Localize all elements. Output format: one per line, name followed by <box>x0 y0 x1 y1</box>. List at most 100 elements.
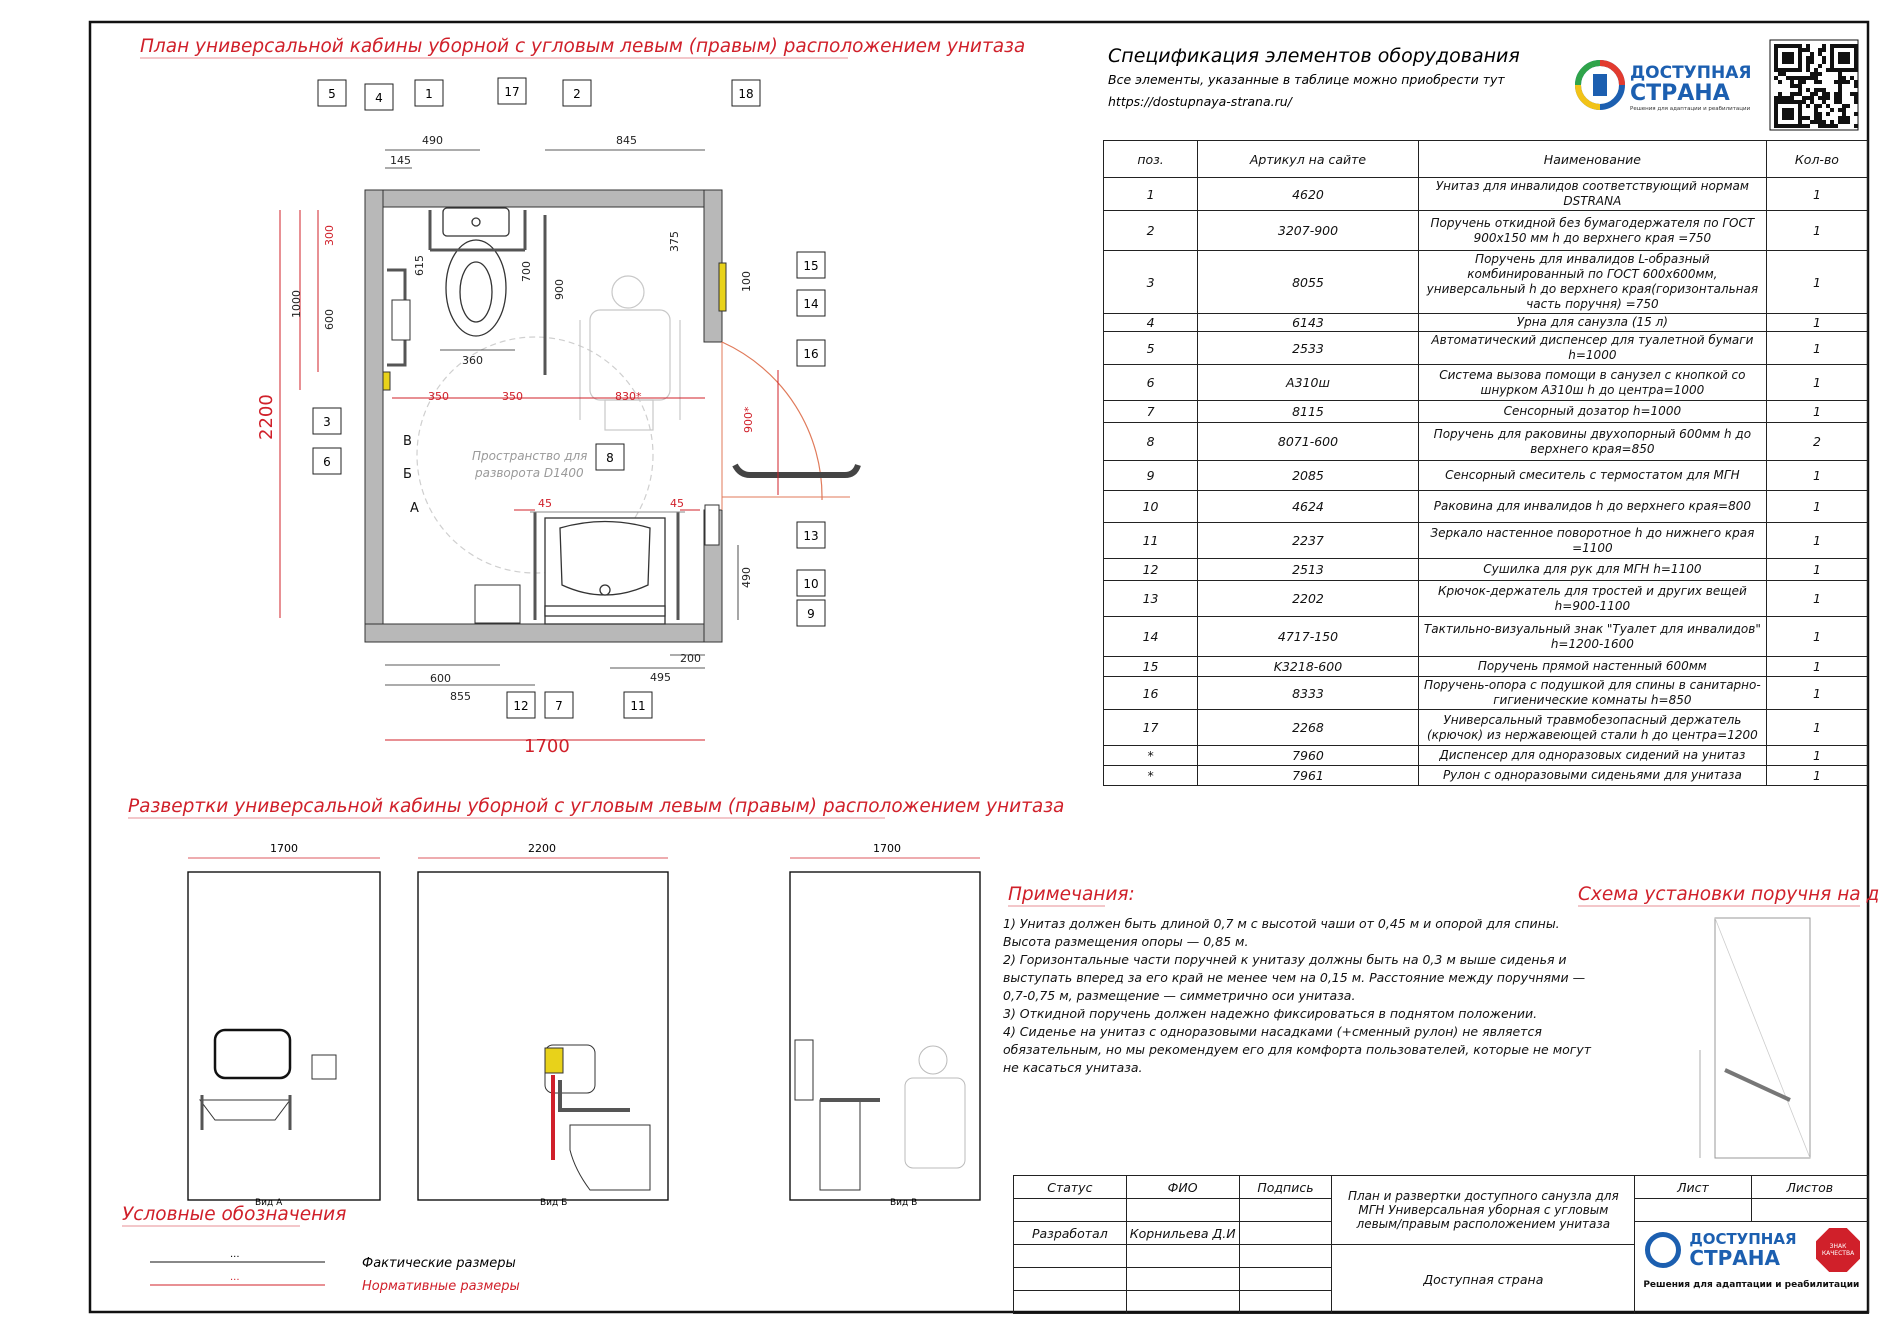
spec-qty: 1 <box>1765 765 1869 786</box>
svg-text:...: ... <box>230 1249 240 1260</box>
stamp-author: Корнильева Д.И <box>1125 1221 1240 1245</box>
spec-qty: 1 <box>1765 490 1869 523</box>
door-handrail-scheme: Схема установки поручня на дверь <box>1578 884 1880 1159</box>
spec-article: 2533 <box>1197 331 1419 365</box>
spec-name: Крючок-держатель для тростей и других ве… <box>1417 580 1767 617</box>
notes-title: Примечания: <box>1008 884 1135 905</box>
normative-dimension-labels: 300 350 350 830* 900* 45 45 2200 1700 <box>256 225 755 757</box>
spec-article: 8071-600 <box>1197 422 1419 461</box>
spec-name: Поручень откидной без бумагодержателя по… <box>1417 210 1767 251</box>
spec-qty: 1 <box>1765 250 1869 314</box>
spec-qty: 1 <box>1765 580 1869 617</box>
spec-article: 2513 <box>1197 558 1419 581</box>
svg-text:200: 200 <box>680 652 701 665</box>
svg-text:1700: 1700 <box>524 736 570 757</box>
spec-name: Урна для санузла (15 л) <box>1417 313 1767 332</box>
spec-article: 8115 <box>1197 400 1419 423</box>
svg-text:490: 490 <box>740 567 753 588</box>
spec-pos: 2 <box>1102 210 1199 251</box>
svg-text:1700: 1700 <box>270 842 298 855</box>
callout-11: 11 <box>623 691 653 719</box>
spec-article: 8333 <box>1197 676 1419 710</box>
sink <box>544 517 666 625</box>
spec-qty: 1 <box>1765 676 1869 710</box>
callout-7: 7 <box>544 691 574 719</box>
spec-name: Поручень для инвалидов L-образный комбин… <box>1417 250 1767 314</box>
spec-qty: 1 <box>1765 400 1869 423</box>
spec-pos: 7 <box>1102 400 1199 423</box>
stamp-fio: ФИО <box>1125 1175 1240 1199</box>
svg-text:490: 490 <box>422 134 443 147</box>
svg-text:8: 8 <box>606 451 614 465</box>
plan-title: План универсальной кабины уборной с угло… <box>140 36 1025 57</box>
spec-pos: 11 <box>1102 522 1199 559</box>
svg-text:2200: 2200 <box>256 394 277 440</box>
note-3: 3) Откидной поручень должен надежно фикс… <box>1003 1006 1538 1021</box>
spec-url[interactable]: https://dostupnaya-strana.ru/ <box>1108 94 1294 109</box>
spec-header-row: поз. Артикул на сайте Наименование Кол-в… <box>1102 140 1869 178</box>
spec-pos: 4 <box>1102 313 1199 332</box>
title-block: Статус ФИО Подпись План и развертки дост… <box>1013 1175 1870 1314</box>
spec-name: Универсальный травмобезопасный держатель… <box>1417 709 1767 746</box>
actual-dimensions <box>385 149 739 686</box>
spec-article: 3207-900 <box>1197 210 1419 251</box>
spec-pos: 1 <box>1102 177 1199 211</box>
spec-name: Тактильно-визуальный знак "Туалет для ин… <box>1417 616 1767 657</box>
spec-pos: 8 <box>1102 422 1199 461</box>
qr-code <box>1769 39 1859 131</box>
svg-text:350: 350 <box>502 390 523 403</box>
elevation-c-wall <box>789 871 981 1201</box>
svg-text:В: В <box>403 434 412 449</box>
spec-name: Унитаз для инвалидов соответствующий нор… <box>1417 177 1767 211</box>
svg-text:495: 495 <box>650 671 671 684</box>
callout-9: 9 <box>796 599 826 627</box>
svg-text:4: 4 <box>375 91 383 105</box>
spec-article: 7961 <box>1197 765 1419 786</box>
svg-text:1: 1 <box>425 87 433 101</box>
col-name: Наименование <box>1417 140 1767 178</box>
spec-pos: 5 <box>1102 331 1199 365</box>
spec-qty: 1 <box>1765 558 1869 581</box>
door-scheme-title: Схема установки поручня на дверь <box>1578 884 1880 905</box>
svg-text:100: 100 <box>740 271 753 292</box>
legend-actual: Фактические размеры <box>362 1256 516 1271</box>
callout-17: 17 <box>497 77 527 105</box>
svg-text:ДОСТУПНАЯ: ДОСТУПНАЯ <box>1630 63 1751 83</box>
svg-text:615: 615 <box>413 255 426 276</box>
stamp-org: Доступная страна <box>1331 1244 1636 1314</box>
svg-text:Вид А: Вид А <box>255 1198 283 1208</box>
svg-text:...: ... <box>230 1272 240 1283</box>
svg-text:14: 14 <box>803 297 818 311</box>
svg-text:600: 600 <box>430 672 451 685</box>
callout-15: 15 <box>796 251 826 279</box>
spec-pos: 16 <box>1102 676 1199 710</box>
spec-name: Сенсорный смеситель с термостатом для МГ… <box>1417 460 1767 491</box>
spec-pos: 10 <box>1102 490 1199 523</box>
dimension-labels: 490 145 845 360 600 855 200 495 1000 600… <box>290 134 753 703</box>
spec-article: 2237 <box>1197 522 1419 559</box>
svg-text:Вид Б: Вид Б <box>540 1198 567 1208</box>
svg-text:17: 17 <box>504 85 519 99</box>
svg-text:45: 45 <box>538 497 552 510</box>
spec-name: Автоматический диспенсер для туалетной б… <box>1417 331 1767 365</box>
spec-pos: 12 <box>1102 558 1199 581</box>
svg-text:1000: 1000 <box>290 290 303 318</box>
spec-pos: 14 <box>1102 616 1199 657</box>
col-article: Артикул на сайте <box>1197 140 1419 178</box>
svg-text:830*: 830* <box>615 390 642 403</box>
spec-qty: 1 <box>1765 745 1869 766</box>
callout-16: 16 <box>796 339 826 367</box>
spec-pos: 3 <box>1102 250 1199 314</box>
spec-name: Диспенсер для одноразовых сидений на уни… <box>1417 745 1767 766</box>
spec-article: 4624 <box>1197 490 1419 523</box>
svg-text:16: 16 <box>803 347 818 361</box>
spec-article: 2202 <box>1197 580 1419 617</box>
spec-qty: 1 <box>1765 177 1869 211</box>
spec-article: 8055 <box>1197 250 1419 314</box>
svg-text:900*: 900* <box>742 406 755 433</box>
